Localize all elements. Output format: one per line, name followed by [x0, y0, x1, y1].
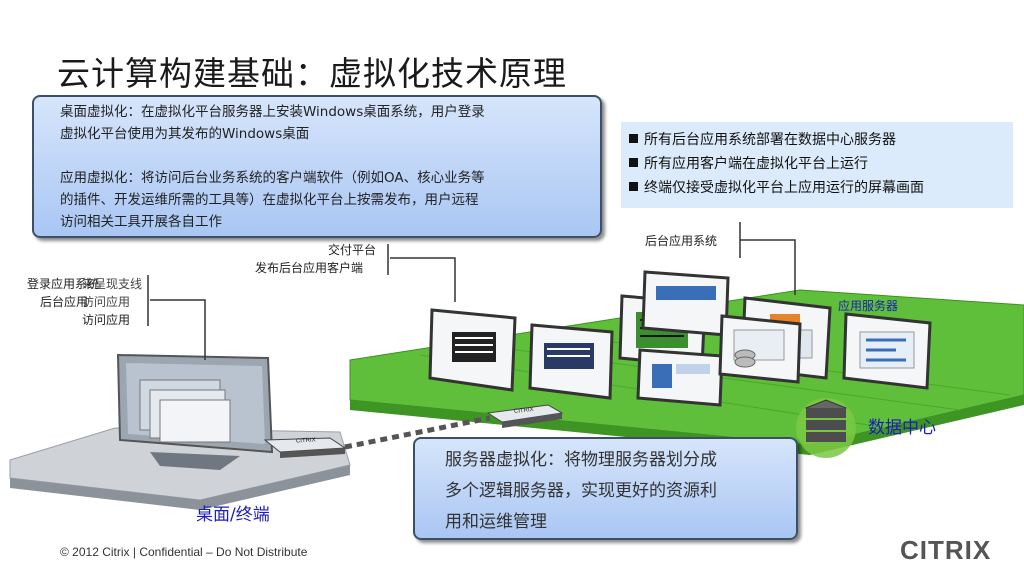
server-screen-4 [636, 348, 724, 407]
server-virtualization-line-1: 服务器虚拟化：将物理服务器划分成 [445, 450, 717, 470]
server-virtualization-line-2: 多个逻辑服务器，实现更好的资源利 [445, 481, 717, 501]
access-apps-label: 访问应用 [82, 313, 131, 327]
app-virtualization-line-1: 应用虚拟化：将访问后台业务系统的客户端软件（例如OA、核心业务等 [60, 170, 485, 186]
app-virtualization-line-3: 访问相关工具开展各自工作 [60, 214, 222, 230]
backend-systems-label: 后台应用系统 [645, 234, 718, 248]
callout-lines [147, 222, 796, 360]
server-virtualization-line-3: 用和运维管理 [445, 512, 547, 532]
login-app-label: 登录应用系统 [27, 277, 100, 291]
virtualization-description-box: 桌面虚拟化：在虚拟化平台服务器上安装Windows桌面系统，用户登录 虚拟化平台… [32, 95, 602, 238]
citrix-logo: CITRIX [900, 535, 992, 565]
login-overlap-label: 来呈现支线 [82, 277, 143, 291]
connection-line [344, 415, 491, 450]
square-bullet-icon [629, 182, 638, 191]
info-item: 终端仅接受虚拟化平台上应用运行的屏幕画面 [629, 176, 1013, 200]
citrix-device-left [263, 437, 347, 458]
delivery-platform-label: 交付平台 [328, 243, 377, 257]
server-screen-1 [428, 308, 517, 392]
info-item: 所有应用客户端在虚拟化平台上运行 [629, 152, 1013, 176]
datacenter-label: 数据中心 [868, 418, 936, 438]
server-screen-7 [718, 314, 802, 384]
backend-overlap-label: 访问应用 [82, 295, 131, 309]
server-screen-2 [528, 323, 614, 400]
server-virtualization-box: 服务器虚拟化：将物理服务器划分成 多个逻辑服务器，实现更好的资源利 用和运维管理 [413, 437, 798, 540]
desktop-monitor [116, 353, 274, 470]
datacenter-info-box: 所有后台应用系统部署在数据中心服务器 所有应用客户端在虚拟化平台上运行 终端仅接… [621, 122, 1013, 208]
backend-app-label: 后台应用 [40, 295, 89, 309]
desktop-virtualization-line-2: 虚拟化平台使用为其发布的Windows桌面 [60, 126, 310, 142]
footer-copyright: © 2012 Citrix | Confidential – Do Not Di… [60, 545, 308, 559]
desktop-virtualization-line-1: 桌面虚拟化：在虚拟化平台服务器上安装Windows桌面系统，用户登录 [60, 104, 485, 120]
square-bullet-icon [629, 158, 638, 167]
app-virtualization-line-2: 的插件、开发运维所需的工具等）在虚拟化平台上按需发布，用户远程 [60, 192, 479, 208]
info-item: 所有后台应用系统部署在数据中心服务器 [629, 128, 1013, 152]
server-screen-8 [842, 312, 932, 390]
server-screen-5 [641, 270, 730, 337]
publish-clients-label: 发布后台应用客户端 [255, 261, 364, 275]
app-servers-label: 应用服务器 [838, 299, 899, 313]
desktop-terminal-label: 桌面/终端 [196, 505, 270, 525]
server-stack-icon [796, 398, 856, 458]
square-bullet-icon [629, 134, 638, 143]
page-title: 云计算构建基础：虚拟化技术原理 [57, 54, 567, 93]
citrix-device-right [486, 404, 564, 428]
